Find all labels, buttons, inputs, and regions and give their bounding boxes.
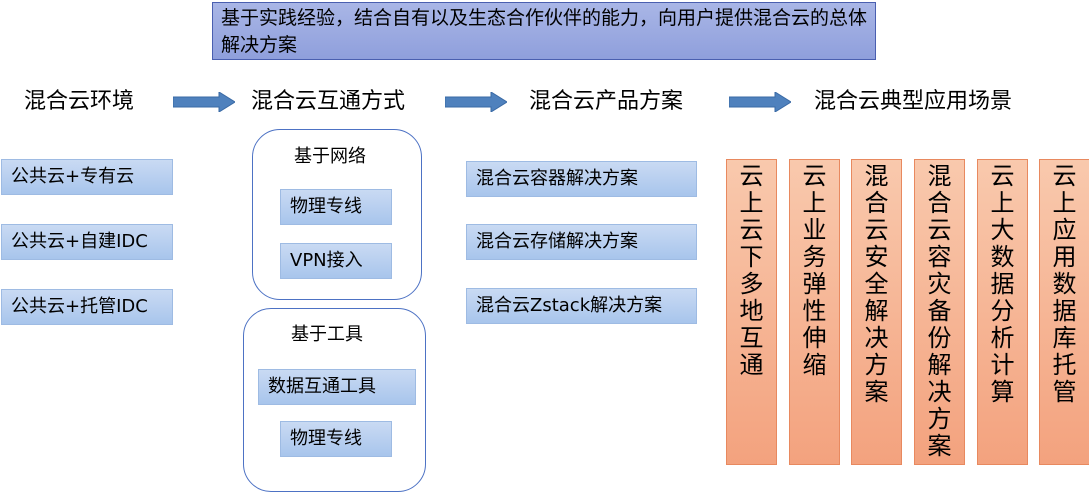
scenario-box: 混合云安全解决方案 xyxy=(851,159,902,465)
scenario-label: 混合云安全解决方案 xyxy=(864,162,889,406)
scenario-box: 云上云下多地互通 xyxy=(726,159,777,465)
scenario-label: 云上应用数据库托管 xyxy=(1052,162,1077,406)
stage-environment: 混合云环境 xyxy=(24,89,135,114)
tools-group-title: 基于工具 xyxy=(291,324,363,345)
scenario-label: 混合云容灾备份解决方案 xyxy=(927,162,952,460)
stage-interconnect: 混合云互通方式 xyxy=(251,89,406,114)
scenario-box: 云上大数据分析计算 xyxy=(977,159,1028,465)
scenario-label: 云上云下多地互通 xyxy=(739,162,764,379)
stage-scenarios: 混合云典型应用场景 xyxy=(814,89,1013,114)
scenario-box: 云上应用数据库托管 xyxy=(1039,159,1089,465)
scenario-box: 云上业务弹性伸缩 xyxy=(789,159,840,465)
arrow-right-icon xyxy=(445,92,507,112)
scenario-label: 云上大数据分析计算 xyxy=(990,162,1015,406)
network-method-box: VPN接入 xyxy=(280,243,392,279)
network-method-box: 物理专线 xyxy=(280,189,392,225)
arrow-right-icon xyxy=(173,92,235,112)
product-box: 混合云Zstack解决方案 xyxy=(466,288,697,324)
product-box: 混合云存储解决方案 xyxy=(466,224,697,260)
environment-box: 公共云+专有云 xyxy=(1,159,173,195)
environment-box: 公共云+自建IDC xyxy=(1,224,173,260)
environment-box: 公共云+托管IDC xyxy=(1,289,173,325)
product-box: 混合云容器解决方案 xyxy=(466,161,697,197)
tool-method-box: 数据互通工具 xyxy=(258,369,416,405)
summary-banner: 基于实践经验，结合自有以及生态合作伙伴的能力，向用户提供混合云的总体解决方案 xyxy=(212,2,876,60)
scenario-label: 云上业务弹性伸缩 xyxy=(802,162,827,379)
arrow-right-icon xyxy=(729,92,791,112)
scenario-box: 混合云容灾备份解决方案 xyxy=(914,159,965,465)
stage-products: 混合云产品方案 xyxy=(529,89,684,114)
network-group-title: 基于网络 xyxy=(294,146,366,167)
tool-method-box: 物理专线 xyxy=(280,421,392,457)
